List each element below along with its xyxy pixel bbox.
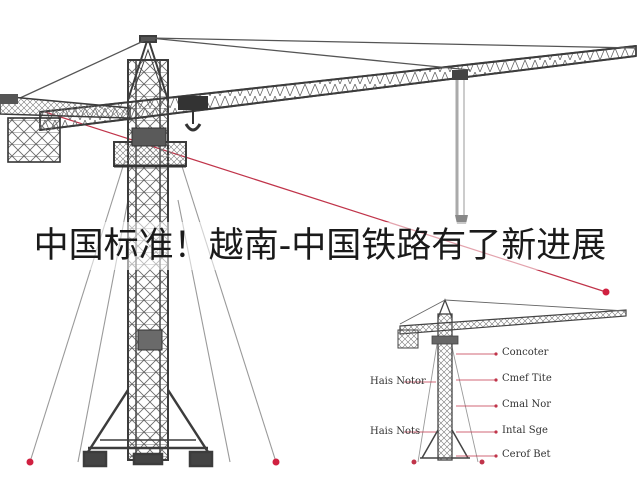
crane-base	[82, 389, 214, 468]
inset-pointers	[404, 353, 496, 457]
slewing-platform	[113, 127, 187, 168]
inset-label-cerof-bet: Cerof Bet	[502, 449, 551, 460]
inset-label-intal-sge: Intal Sge	[502, 425, 548, 436]
inset-label-cmef-tite: Cmef Tite	[502, 373, 552, 384]
inset-label-hais-notor: Hais Notor	[370, 376, 426, 387]
load-line	[452, 70, 468, 224]
inset-label-concoter: Concoter	[502, 347, 549, 358]
jib-ties	[19, 37, 637, 99]
inset-pointer-dots	[411, 352, 498, 465]
trolley-hook	[178, 96, 208, 132]
counter-jib	[0, 94, 131, 163]
inset-guy-wires	[417, 337, 479, 463]
inset-counterweight	[397, 329, 419, 349]
inset-label-hais-nots: Hais Nots	[370, 426, 421, 437]
inset-mast	[437, 313, 453, 461]
climbing-frame	[137, 329, 163, 351]
inset-base	[420, 429, 470, 459]
counterweight	[7, 117, 61, 163]
inset-crane	[397, 298, 627, 465]
inset-jib	[399, 309, 627, 335]
ground-anchors	[26, 288, 610, 466]
headline-caption: 中国标准！越南-中国铁路有了新进展	[0, 222, 640, 270]
inset-label-cmal-nor: Cmal Nor	[502, 399, 552, 410]
